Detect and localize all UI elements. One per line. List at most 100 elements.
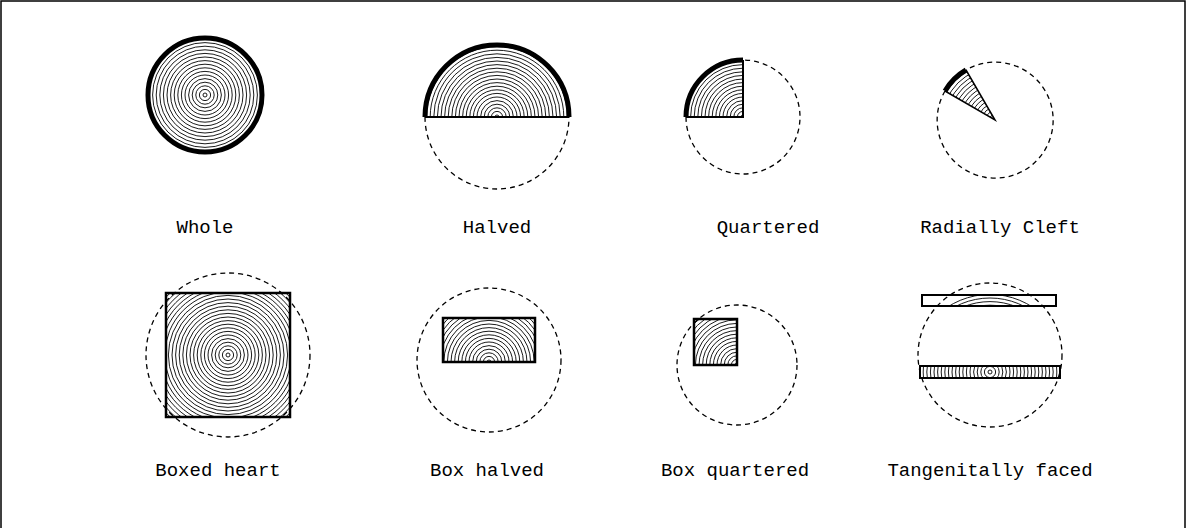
dashed-outline: [918, 283, 1062, 427]
growth-ring: [178, 68, 232, 122]
growth-ring: [443, 318, 535, 362]
growth-ring: [208, 335, 248, 375]
growth-ring: [179, 306, 277, 404]
growth-ring: [199, 89, 210, 100]
ring-hatching: [153, 43, 258, 148]
growth-ring: [166, 293, 290, 417]
bark: [425, 45, 569, 117]
growth-ring: [447, 320, 530, 362]
growth-ring: [943, 68, 1048, 173]
growth-ring: [694, 319, 737, 365]
growth-ring: [469, 342, 509, 362]
section-label: Boxed heart: [155, 460, 280, 482]
bark: [945, 70, 966, 91]
growth-ring: [160, 50, 250, 140]
growth-ring: [197, 324, 259, 386]
growth-ring: [201, 328, 255, 382]
growth-ring: [443, 318, 535, 362]
growth-ring: [713, 341, 737, 365]
growth-ring: [687, 61, 799, 173]
growth-ring: [222, 349, 233, 360]
growth-ring: [176, 303, 281, 408]
cut-face: [686, 60, 743, 117]
growth-ring: [945, 327, 1035, 417]
growth-ring: [948, 330, 1031, 413]
growth-ring: [194, 321, 263, 390]
plank: [920, 366, 1060, 378]
section-label: Tangenitally faced: [887, 460, 1092, 482]
growth-ring: [710, 338, 737, 365]
growth-ring: [724, 352, 737, 365]
growth-ring: [156, 46, 254, 144]
growth-ring: [939, 64, 1051, 176]
growth-ring: [172, 299, 284, 411]
cut-face: [945, 70, 995, 120]
ring-hatching: [912, 294, 1067, 449]
ring-hatching: [694, 319, 737, 365]
growth-ring: [190, 317, 266, 393]
ring-hatching: [443, 318, 535, 362]
growth-ring: [167, 57, 243, 133]
growth-ring: [988, 370, 992, 374]
growth-ring: [694, 320, 737, 365]
dashed-outline: [417, 288, 561, 432]
growth-ring: [192, 82, 218, 108]
growth-ring: [952, 334, 1028, 410]
growth-ring: [959, 341, 1021, 403]
growth-ring: [941, 323, 1039, 421]
growth-ring: [189, 79, 222, 112]
growth-ring: [168, 295, 287, 414]
growth-ring: [219, 346, 237, 364]
ring-hatching: [939, 64, 1051, 176]
growth-ring: [186, 313, 269, 396]
growth-ring: [163, 53, 246, 136]
growth-ring: [443, 318, 535, 362]
section-label: Radially Cleft: [920, 217, 1080, 239]
growth-ring: [977, 359, 1003, 385]
growth-ring: [174, 64, 236, 126]
growth-ring: [166, 293, 290, 417]
growth-ring: [166, 293, 290, 417]
growth-ring: [694, 319, 737, 365]
growth-ring: [181, 71, 228, 118]
section-label: Box halved: [430, 460, 544, 482]
growth-ring: [183, 310, 273, 400]
growth-ring: [166, 293, 290, 417]
growth-ring: [476, 349, 502, 362]
growth-ring: [728, 356, 737, 365]
growth-ring: [699, 327, 737, 365]
growth-ring: [443, 318, 535, 362]
section-label: Box quartered: [661, 460, 809, 482]
growth-ring: [458, 331, 520, 362]
bark: [686, 60, 743, 117]
growth-ring: [966, 348, 1013, 395]
growth-ring: [694, 319, 737, 365]
growth-ring: [927, 309, 1053, 435]
growth-ring: [473, 346, 506, 362]
growth-ring: [462, 335, 516, 362]
dashed-outline: [686, 60, 800, 174]
growth-ring: [480, 353, 498, 362]
dashed-outline: [146, 273, 310, 437]
growth-ring: [153, 43, 258, 148]
growth-ring: [166, 293, 290, 417]
growth-ring: [443, 318, 535, 362]
growth-ring: [984, 366, 995, 377]
growth-ring: [443, 318, 535, 362]
section-label: Quartered: [717, 217, 820, 239]
growth-ring: [465, 338, 512, 362]
growth-ring: [706, 334, 737, 365]
growth-ring: [694, 319, 737, 365]
squared-timber: [166, 293, 290, 417]
growth-ring: [203, 93, 207, 97]
growth-ring: [930, 312, 1049, 431]
dashed-outline: [677, 305, 797, 425]
growth-ring: [963, 345, 1017, 399]
growth-ring: [923, 305, 1057, 439]
growth-ring: [974, 356, 1007, 389]
ring-hatching: [166, 293, 290, 417]
bark: [148, 38, 262, 152]
growth-ring: [694, 319, 737, 365]
